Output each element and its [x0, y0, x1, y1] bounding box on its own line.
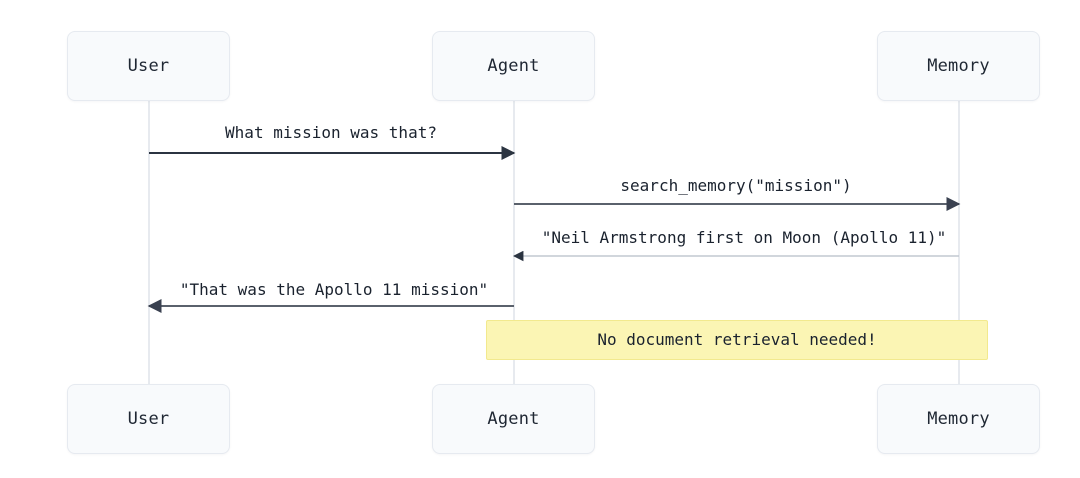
participant-label-user-top: User: [127, 55, 170, 76]
note-text: No document retrieval needed!: [597, 330, 877, 349]
message-arrows-group: [147, 146, 961, 313]
message-label-2: search_memory("mission"): [620, 176, 852, 195]
message-label-1: What mission was that?: [225, 123, 437, 142]
participant-box-user-top[interactable]: User: [67, 31, 230, 101]
participant-label-memory-bottom: Memory: [927, 408, 990, 429]
participant-box-user-bottom[interactable]: User: [67, 384, 230, 454]
message-label-4: "That was the Apollo 11 mission": [179, 280, 489, 299]
note-box: No document retrieval needed!: [486, 320, 988, 360]
participant-label-agent-bottom: Agent: [487, 408, 540, 429]
message-label-3: "Neil Armstrong first on Moon (Apollo 11…: [541, 228, 947, 247]
participant-label-user-bottom: User: [127, 408, 170, 429]
participant-box-agent-top[interactable]: Agent: [432, 31, 595, 101]
participant-box-memory-top[interactable]: Memory: [877, 31, 1040, 101]
participant-label-memory-top: Memory: [927, 55, 990, 76]
participant-box-agent-bottom[interactable]: Agent: [432, 384, 595, 454]
participant-box-memory-bottom[interactable]: Memory: [877, 384, 1040, 454]
participant-label-agent-top: Agent: [487, 55, 540, 76]
